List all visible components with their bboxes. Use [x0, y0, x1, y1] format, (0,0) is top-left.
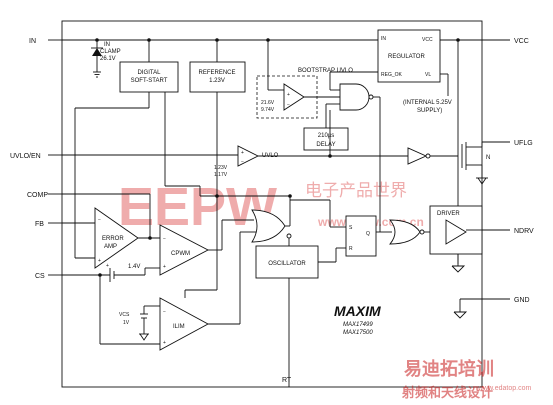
- svg-text:REG_OK: REG_OK: [381, 72, 403, 78]
- or-gate: [251, 199, 346, 243]
- regulator-block: IN VCC REGULATOR REG_OK VL (INTERNAL 5.2…: [377, 29, 452, 114]
- svg-text:−: −: [241, 159, 244, 165]
- svg-text:1V: 1V: [123, 320, 130, 326]
- pin-fb-label: FB: [35, 221, 44, 228]
- pin-ndrv-label: NDRV: [514, 228, 534, 235]
- pin-vcc-label: VCC: [514, 38, 529, 45]
- svg-text:26.1V: 26.1V: [100, 56, 116, 62]
- digital-soft-start-block: DIGITAL SOFT-START: [119, 40, 179, 93]
- svg-text:1.4V: 1.4V: [128, 264, 140, 270]
- svg-text:+: +: [241, 150, 244, 156]
- delay-block: 210µs DELAY: [303, 103, 349, 151]
- cpwm-comparator: − + CPWM: [159, 219, 254, 276]
- pin-uvlo-en-label: UVLO/EN: [10, 153, 41, 160]
- svg-text:21.6V: 21.6V: [261, 100, 275, 106]
- svg-text:+: +: [163, 264, 166, 270]
- svg-text:易迪拓培训: 易迪拓培训: [404, 358, 494, 379]
- svg-text:+: +: [98, 258, 101, 264]
- uvlo-comparator: + − UVLO 1.23V 1.17V: [62, 110, 420, 178]
- svg-text:ILIM: ILIM: [173, 324, 185, 330]
- oscillator-block: OSCILLATOR: [255, 233, 346, 368]
- error-amp: − + ERROR AMP: [62, 92, 160, 269]
- driver-block: DRIVER: [429, 205, 483, 273]
- and-gate-top: [329, 71, 381, 232]
- svg-text:R: R: [349, 246, 353, 252]
- edatop-stamp: 易迪拓培训 射频和天线设计 www.edatop.com: [401, 358, 531, 400]
- svg-text:SUPPLY): SUPPLY): [417, 108, 442, 114]
- svg-text:Q: Q: [366, 231, 370, 237]
- svg-text:AMP: AMP: [104, 244, 117, 250]
- sr-latch: S R Q: [345, 215, 392, 257]
- svg-text:−: −: [163, 309, 166, 315]
- svg-text:MAXIM: MAXIM: [334, 303, 381, 319]
- svg-text:IN: IN: [104, 42, 110, 48]
- svg-text:VCS: VCS: [119, 312, 130, 318]
- svg-text:OSCILLATOR: OSCILLATOR: [268, 261, 306, 267]
- svg-text:1.23V: 1.23V: [209, 78, 225, 84]
- svg-text:DELAY: DELAY: [316, 142, 335, 148]
- watermark-cn-title: 电子产品世界: [305, 181, 407, 200]
- svg-text:VCC: VCC: [422, 37, 433, 43]
- svg-text:−: −: [287, 102, 290, 108]
- svg-text:BOOTSTRAP UVLO: BOOTSTRAP UVLO: [298, 68, 353, 74]
- svg-text:IN: IN: [381, 36, 386, 42]
- svg-text:ERROR: ERROR: [102, 236, 124, 242]
- pin-uflg-label: UFLG: [514, 140, 533, 147]
- svg-text:1.17V: 1.17V: [214, 172, 228, 178]
- bootstrap-uvlo-block: BOOTSTRAP UVLO + − 21.6V 9.74V: [256, 40, 353, 119]
- nor-gate: [389, 219, 440, 245]
- svg-text:(INTERNAL 5.25V: (INTERNAL 5.25V: [403, 100, 452, 106]
- reference-block: REFERENCE 1.23V: [189, 40, 246, 93]
- svg-text:+: +: [106, 263, 109, 269]
- svg-text:SOFT-START: SOFT-START: [131, 78, 168, 84]
- svg-text:VL: VL: [425, 72, 431, 78]
- svg-text:CPWM: CPWM: [171, 251, 190, 257]
- watermark-eepw: EEPW: [118, 177, 277, 237]
- svg-text:−: −: [163, 236, 166, 242]
- svg-text:射频和天线设计: 射频和天线设计: [401, 385, 493, 400]
- svg-text:+: +: [287, 92, 290, 98]
- svg-text:REGULATOR: REGULATOR: [388, 54, 425, 60]
- pin-gnd-label: GND: [514, 297, 530, 304]
- svg-text:−: −: [98, 217, 101, 223]
- gnd-symbol: [453, 298, 482, 319]
- eepw-watermark: EEPW 电子产品世界 www.eepw.com.cn: [118, 177, 424, 237]
- chip-outline: [61, 20, 483, 388]
- pin-comp-label: COMP: [27, 192, 48, 199]
- svg-text:MAX17499: MAX17499: [343, 322, 373, 328]
- pin-rt-label: RT: [282, 377, 292, 384]
- svg-text:MAX17500: MAX17500: [343, 330, 373, 336]
- svg-text:210µs: 210µs: [318, 133, 334, 139]
- svg-text:CLAMP: CLAMP: [100, 49, 121, 55]
- uflg-output: N: [407, 142, 490, 185]
- svg-text:DIGITAL: DIGITAL: [138, 70, 162, 76]
- svg-text:9.74V: 9.74V: [261, 107, 275, 113]
- pin-cs-label: CS: [35, 273, 45, 280]
- svg-text:S: S: [349, 225, 353, 231]
- svg-text:DRIVER: DRIVER: [437, 211, 460, 217]
- svg-text:1.23V: 1.23V: [214, 165, 228, 171]
- ilim-comparator: − + ILIM VCS 1V: [119, 231, 256, 351]
- maxim-logo: MAXIM MAX17499 MAX17500: [334, 303, 381, 336]
- pin-in-label: IN: [29, 38, 36, 45]
- svg-text:www.edatop.com: www.edatop.com: [477, 385, 531, 392]
- svg-text:N: N: [486, 155, 490, 161]
- cs-offset: + 1.4V: [62, 263, 160, 345]
- svg-text:+: +: [163, 340, 166, 346]
- svg-text:REFERENCE: REFERENCE: [198, 70, 235, 76]
- in-clamp-zener: IN CLAMP 26.1V: [91, 40, 121, 78]
